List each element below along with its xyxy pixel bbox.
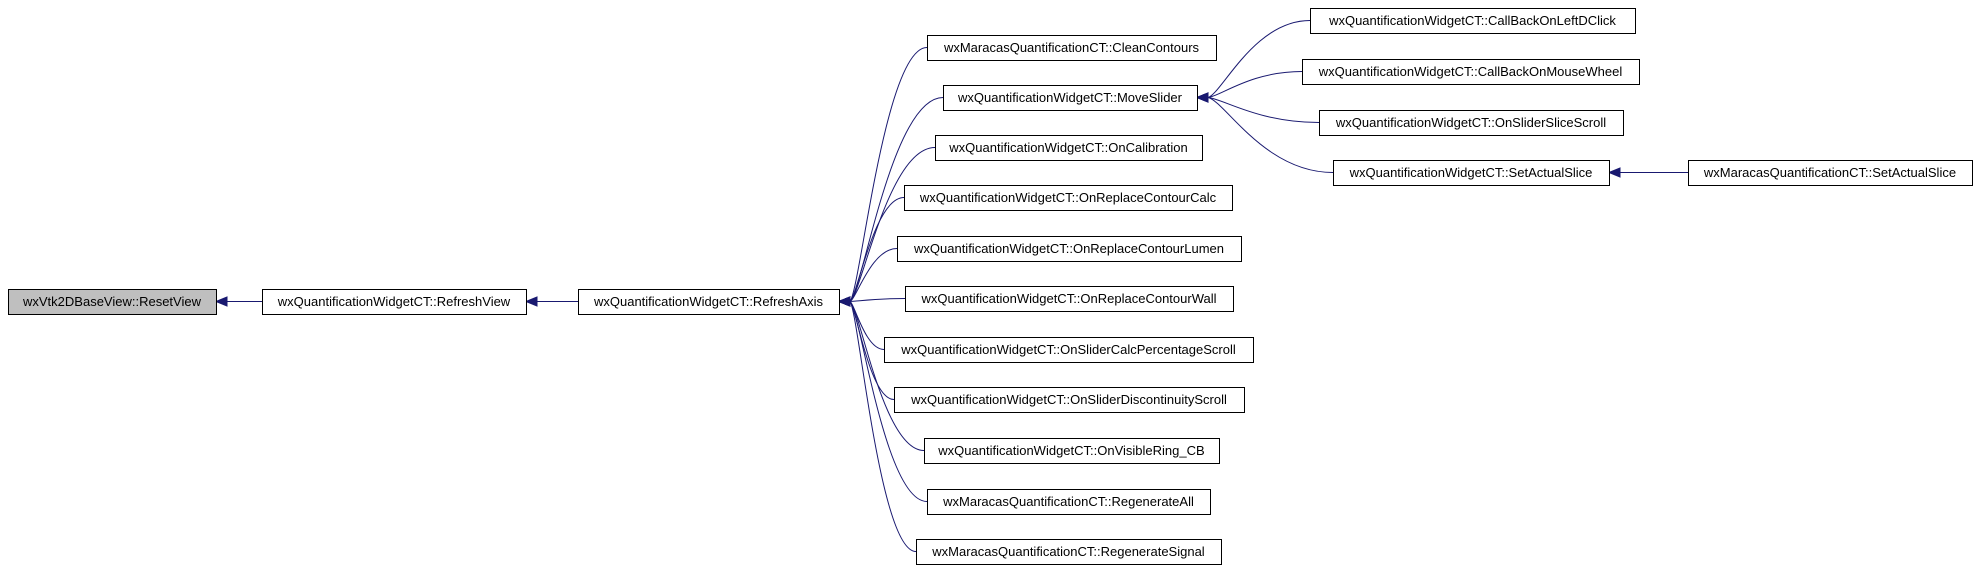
node-box[interactable] [894, 387, 1245, 413]
node-label: wxQuantificationWidgetCT::OnReplaceConto… [920, 291, 1216, 306]
node-box[interactable] [916, 539, 1222, 565]
node-label: wxQuantificationWidgetCT::SetActualSlice [1349, 165, 1593, 180]
arrowhead-n1-to-n0 [214, 296, 228, 307]
node-label: wxMaracasQuantificationCT::SetActualSlic… [1703, 165, 1956, 180]
node-box[interactable] [1302, 59, 1640, 85]
edge-n14-to-n4 [1207, 20, 1311, 98]
node-label: wxMaracasQuantificationCT::RegenerateSig… [931, 544, 1205, 559]
node-label: wxQuantificationWidgetCT::CallBackOnLeft… [1328, 13, 1616, 28]
graph-node[interactable]: wxQuantificationWidgetCT::OnSliderSliceS… [1319, 110, 1624, 136]
node-box [8, 289, 217, 315]
node-label: wxMaracasQuantificationCT::RegenerateAll [942, 494, 1194, 509]
graph-node[interactable]: wxQuantificationWidgetCT::RefreshView [262, 289, 527, 315]
node-label: wxQuantificationWidgetCT::OnSliderSliceS… [1335, 115, 1606, 130]
node-label: wxQuantificationWidgetCT::RefreshView [277, 294, 511, 309]
node-label: wxQuantificationWidgetCT::OnSliderCalcPe… [900, 342, 1236, 357]
node-label: wxQuantificationWidgetCT::MoveSlider [957, 90, 1183, 105]
edge-n3-to-n2 [849, 47, 928, 302]
node-label: wxQuantificationWidgetCT::OnReplaceConto… [919, 190, 1217, 205]
root-node: wxVtk2DBaseView::ResetView [8, 289, 217, 315]
node-box[interactable] [905, 286, 1234, 312]
arrowhead-n17-to-n4 [1195, 92, 1209, 103]
edge-n6-to-n2 [849, 197, 905, 302]
graph-node[interactable]: wxQuantificationWidgetCT::OnReplaceConto… [905, 286, 1234, 312]
graph-node[interactable]: wxQuantificationWidgetCT::CallBackOnLeft… [1310, 8, 1636, 34]
edges-layer [214, 20, 1689, 552]
node-box[interactable] [927, 35, 1217, 61]
node-label: wxQuantificationWidgetCT::CallBackOnMous… [1318, 64, 1623, 79]
graph-node[interactable]: wxMaracasQuantificationCT::RegenerateAll [927, 489, 1211, 515]
graph-node[interactable]: wxMaracasQuantificationCT::RegenerateSig… [916, 539, 1222, 565]
edge-n12-to-n2 [849, 301, 928, 502]
graph-node[interactable]: wxQuantificationWidgetCT::OnSliderDiscon… [894, 387, 1245, 413]
graph-node[interactable]: wxQuantificationWidgetCT::OnVisibleRing_… [924, 438, 1220, 464]
arrowhead-n13-to-n2 [837, 296, 851, 307]
graph-node[interactable]: wxQuantificationWidgetCT::RefreshAxis [578, 289, 840, 315]
edge-n7-to-n2 [849, 248, 898, 302]
node-box[interactable] [927, 489, 1211, 515]
node-box[interactable] [943, 85, 1198, 111]
node-box[interactable] [904, 185, 1233, 211]
arrowhead-n18-to-n17 [1607, 167, 1621, 178]
graph-node[interactable]: wxQuantificationWidgetCT::OnCalibration [935, 135, 1203, 161]
node-box[interactable] [1310, 8, 1636, 34]
node-box[interactable] [262, 289, 527, 315]
edge-n17-to-n4 [1207, 97, 1334, 173]
node-box[interactable] [1333, 160, 1610, 186]
node-box[interactable] [1319, 110, 1624, 136]
edge-n13-to-n2 [849, 301, 917, 552]
graph-node[interactable]: wxQuantificationWidgetCT::OnReplaceConto… [904, 185, 1233, 211]
node-box[interactable] [884, 337, 1254, 363]
node-label: wxQuantificationWidgetCT::OnCalibration [948, 140, 1187, 155]
graph-node[interactable]: wxQuantificationWidgetCT::SetActualSlice [1333, 160, 1610, 186]
edge-n8-to-n2 [849, 298, 906, 302]
graph-node[interactable]: wxQuantificationWidgetCT::OnSliderCalcPe… [884, 337, 1254, 363]
edge-n16-to-n4 [1207, 97, 1320, 123]
edge-n15-to-n4 [1207, 71, 1303, 98]
edge-n5-to-n2 [849, 147, 936, 302]
graph-node[interactable]: wxQuantificationWidgetCT::MoveSlider [943, 85, 1198, 111]
node-box[interactable] [578, 289, 840, 315]
node-label: wxQuantificationWidgetCT::OnVisibleRing_… [937, 443, 1204, 458]
arrowhead-n2-to-n1 [524, 296, 538, 307]
node-label: wxQuantificationWidgetCT::OnReplaceConto… [913, 241, 1224, 256]
graph-node[interactable]: wxMaracasQuantificationCT::SetActualSlic… [1688, 160, 1973, 186]
node-label: wxQuantificationWidgetCT::RefreshAxis [593, 294, 824, 309]
node-label: wxVtk2DBaseView::ResetView [22, 294, 202, 309]
graph-node[interactable]: wxQuantificationWidgetCT::CallBackOnMous… [1302, 59, 1640, 85]
node-box[interactable] [935, 135, 1203, 161]
edge-n11-to-n2 [849, 301, 925, 451]
node-box[interactable] [924, 438, 1220, 464]
node-box[interactable] [897, 236, 1242, 262]
node-box[interactable] [1688, 160, 1973, 186]
graph-node[interactable]: wxQuantificationWidgetCT::OnReplaceConto… [897, 236, 1242, 262]
node-label: wxQuantificationWidgetCT::OnSliderDiscon… [910, 392, 1227, 407]
graph-node[interactable]: wxMaracasQuantificationCT::CleanContours [927, 35, 1217, 61]
node-label: wxMaracasQuantificationCT::CleanContours [943, 40, 1200, 55]
